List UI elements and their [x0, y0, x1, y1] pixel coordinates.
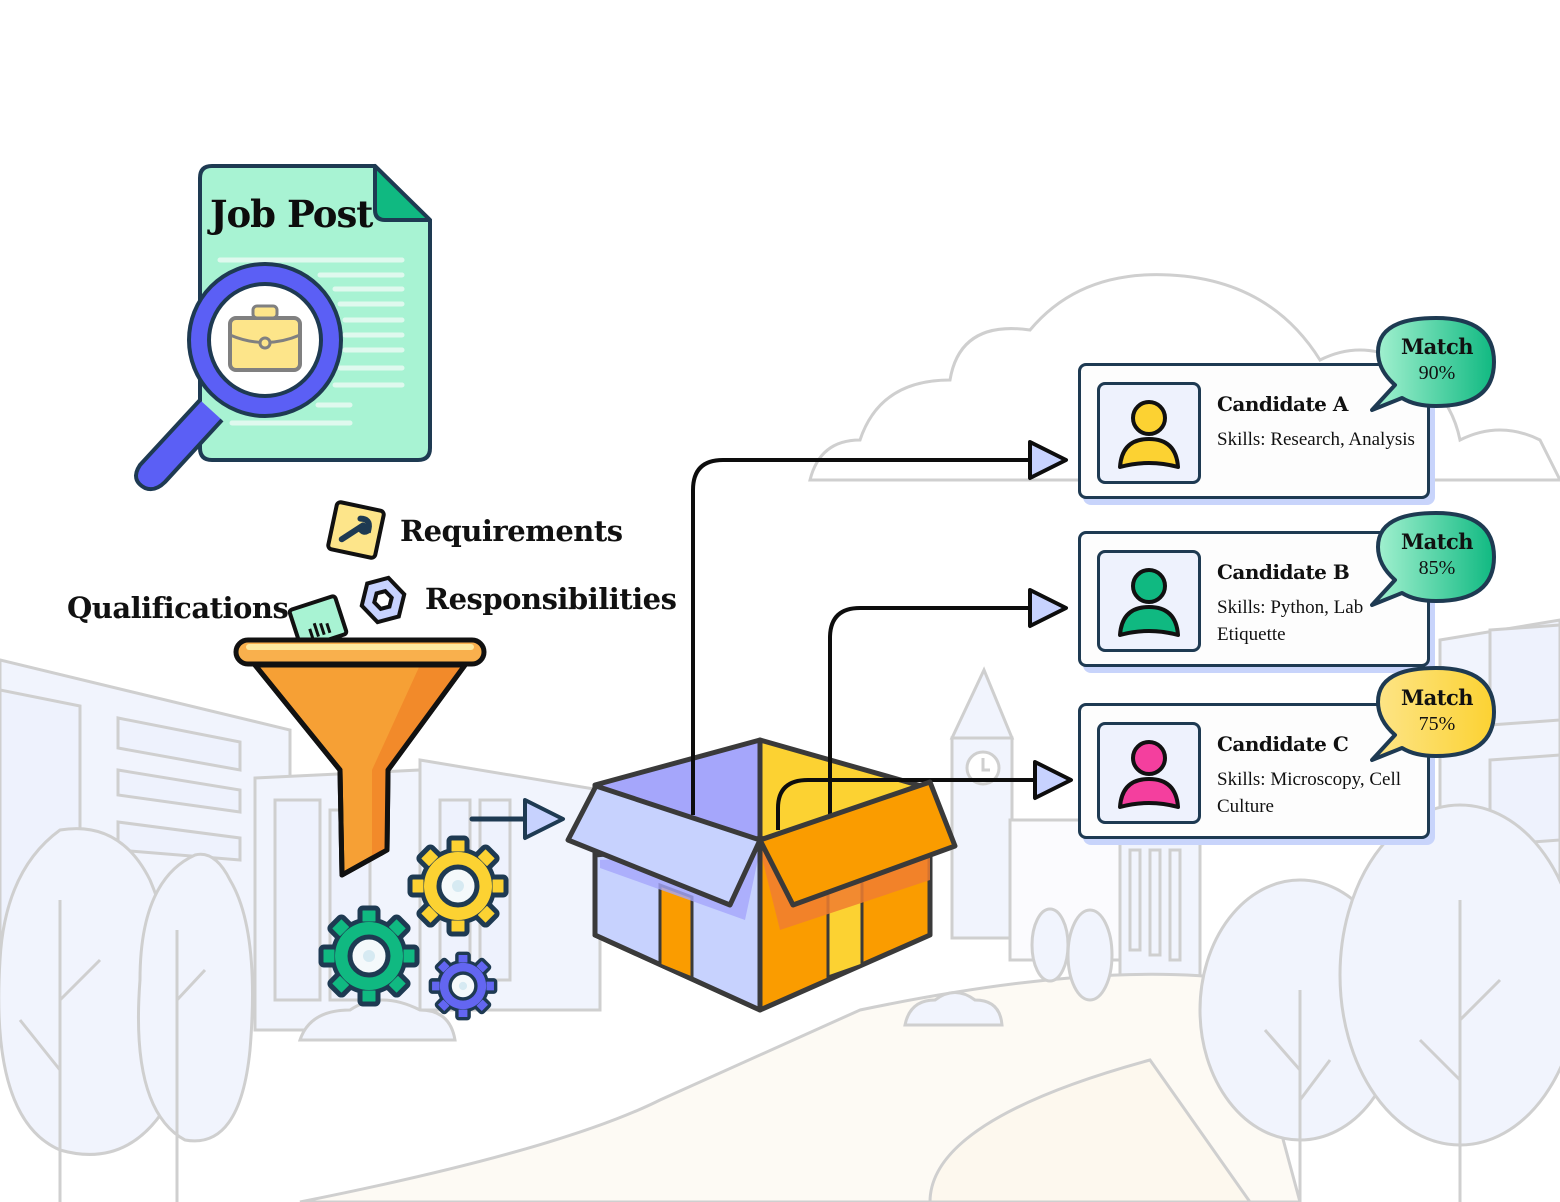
match-badge-b: Match 85% — [1400, 529, 1474, 579]
requirements-label: Requirements — [400, 514, 623, 548]
match-badge-c: Match 75% — [1400, 685, 1474, 735]
hex-nut-icon — [359, 575, 407, 625]
arrow-to-candidate-c — [1033, 760, 1073, 800]
person-icon — [1118, 568, 1180, 637]
avatar — [1097, 382, 1201, 484]
arrow-to-candidate-b — [1028, 588, 1068, 628]
candidate-card-c[interactable]: Candidate C Skills: Microscopy, Cell Cul… — [1078, 703, 1430, 839]
candidate-name: Candidate A — [1217, 392, 1348, 416]
gear-icon-yellow — [410, 838, 506, 934]
funnel-icon — [233, 637, 487, 878]
gear-icon-blue — [428, 951, 498, 1021]
person-icon — [1118, 740, 1180, 809]
gear-icon-green — [321, 908, 417, 1004]
person-icon — [1118, 400, 1180, 469]
certificate-icon — [287, 594, 349, 650]
candidate-skills: Skills: Python, Lab Etiquette — [1217, 597, 1364, 645]
wrench-icon — [326, 500, 386, 560]
avatar — [1097, 550, 1201, 652]
candidate-card-a[interactable]: Candidate A Skills: Research, Analysis — [1078, 363, 1430, 499]
candidate-name: Candidate C — [1217, 732, 1349, 756]
job-post-title: Job Post — [210, 192, 373, 236]
candidate-skills: Skills: Microscopy, Cell Culture — [1217, 769, 1402, 817]
candidate-card-b[interactable]: Candidate B Skills: Python, Lab Etiquett… — [1078, 531, 1430, 667]
arrow-to-candidate-a — [1028, 440, 1068, 480]
candidate-skills: Skills: Research, Analysis — [1217, 429, 1415, 450]
avatar — [1097, 722, 1201, 824]
match-badge-a: Match 90% — [1400, 334, 1474, 384]
magnifier-icon — [134, 262, 343, 492]
responsibilities-label: Responsibilities — [425, 582, 677, 616]
qualifications-label: Qualifications — [67, 591, 289, 625]
candidate-name: Candidate B — [1217, 560, 1350, 584]
